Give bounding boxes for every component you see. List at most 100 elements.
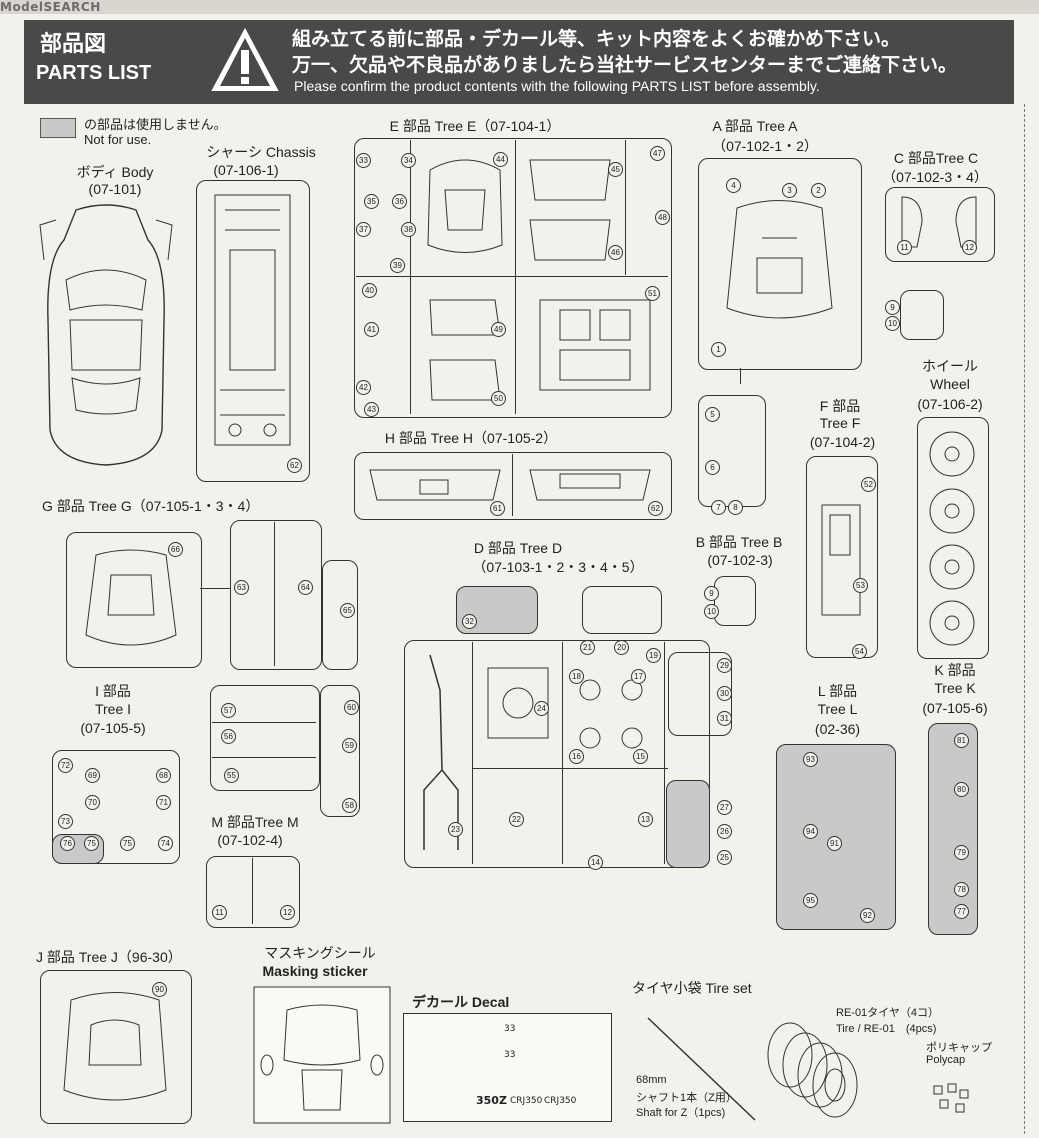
tree-d-right-frame (668, 652, 732, 736)
part-number: 27 (717, 800, 732, 815)
part-number: 8 (728, 500, 743, 515)
part-62-drawing (529, 469, 651, 501)
part-number: 62 (648, 501, 663, 516)
tree-m-code: (07-102-4) (217, 832, 283, 848)
part-number: 30 (717, 686, 732, 701)
tree-l-name-en: Tree L (817, 701, 858, 717)
part-number: 43 (364, 402, 379, 417)
part-number: 17 (631, 669, 646, 684)
tree-d-code: （07-103-1・2・3・4・5） (472, 559, 644, 575)
part-number: 91 (827, 836, 842, 851)
part-number: 25 (717, 850, 732, 865)
part-number: 9 (704, 586, 719, 601)
part-61-drawing (369, 469, 501, 501)
part-number: 50 (491, 391, 506, 406)
tree-i-name-jp: I 部品 (95, 683, 131, 699)
part-number: 2 (811, 183, 826, 198)
runner (410, 140, 411, 414)
part-number: 22 (509, 812, 524, 827)
tree-b-frame (714, 576, 756, 626)
tree-l-name-jp: L 部品 (817, 683, 858, 699)
part-number: 74 (158, 836, 173, 851)
part-number: 42 (356, 380, 371, 395)
decal-number: 33 (504, 1050, 516, 1060)
masking-name-jp: マスキングシール (264, 945, 376, 961)
tire-en: Tire / RE-01 (4pcs) (836, 1023, 937, 1035)
part-number: 69 (85, 768, 100, 783)
part-number: 65 (340, 603, 355, 618)
part-number: 95 (803, 893, 818, 908)
part-number: 10 (885, 316, 900, 331)
notice-line-2: 万一、欠品や不良品がありましたら当社サービスセンターまでご連絡下さい。 (292, 54, 958, 76)
part-number: 26 (717, 824, 732, 839)
shaft-length: 68mm (636, 1074, 667, 1086)
tree-d-name: D 部品 Tree D (473, 540, 563, 556)
part-number: 13 (638, 812, 653, 827)
tree-b-code: (07-102-3) (707, 552, 773, 568)
part-number: 18 (569, 669, 584, 684)
tree-m-name: M 部品Tree M (211, 814, 299, 830)
part-number: 61 (490, 501, 505, 516)
part-number: 62 (287, 458, 302, 473)
part-number: 33 (356, 153, 371, 168)
tire-set-drawing (647, 1017, 858, 1121)
part-number: 48 (655, 210, 670, 225)
runner (274, 522, 275, 666)
part-number: 6 (705, 460, 720, 475)
tree-i-code: (07-105-5) (80, 720, 146, 736)
part-number: 38 (401, 222, 416, 237)
part-number: 55 (224, 768, 239, 783)
part-number: 11 (212, 905, 227, 920)
wheel-name-en: Wheel (930, 376, 970, 392)
tree-k-frame-unused (928, 723, 978, 935)
part-45-46-drawing (529, 159, 611, 261)
part-number: 4 (726, 178, 741, 193)
tree-c-code: （07-102-3・4） (882, 169, 988, 185)
wheel-name-jp: ホイール (922, 358, 978, 374)
tree-c-frame (885, 187, 995, 262)
part-number: 59 (342, 738, 357, 753)
part-number: 80 (954, 782, 969, 797)
part-number: 71 (156, 795, 171, 810)
part-66-drawing (85, 549, 177, 646)
tree-j-frame (40, 970, 192, 1124)
part-number: 94 (803, 824, 818, 839)
part-number: 39 (390, 258, 405, 273)
tree-d-frame (404, 640, 710, 868)
tree-e-name: E 部品 Tree E（07-104-1） (389, 118, 561, 134)
runner (200, 588, 230, 589)
tree-a-code: （07-102-1・2） (712, 138, 818, 154)
tree-f-name-en: Tree F (819, 415, 861, 431)
decal-number: 33 (504, 1024, 516, 1034)
part-number: 68 (156, 768, 171, 783)
part-number: 9 (885, 300, 900, 315)
body-drawing (39, 204, 173, 466)
tire-jp: RE-01タイヤ（4コ） (836, 1007, 939, 1019)
tree-k-name-jp: K 部品 (934, 662, 976, 678)
decal-text: CRJ350 (544, 1096, 577, 1106)
wheel-drawing (929, 431, 975, 646)
part-90-drawing (63, 992, 167, 1101)
part-number: 78 (954, 882, 969, 897)
part-number: 41 (364, 322, 379, 337)
part-number: 76 (60, 836, 75, 851)
decal-sheet: 33 33 350Z CRJ350 CRJ350 (403, 1013, 612, 1122)
part-15-18-drawing (579, 679, 643, 749)
tree-d-unused-part-25-28 (666, 780, 710, 868)
part-number: 60 (344, 700, 359, 715)
part-number: 32 (462, 614, 477, 629)
runner (356, 276, 668, 277)
runner (472, 768, 668, 769)
tree-e-frame (354, 138, 672, 418)
chassis-frame (196, 180, 310, 482)
part-number: 15 (633, 749, 648, 764)
part-number: 40 (362, 283, 377, 298)
not-for-use-swatch (40, 118, 76, 138)
tree-m-frame (206, 856, 300, 928)
part-number: 20 (614, 640, 629, 655)
tree-h-frame (354, 452, 672, 520)
tree-f-name-jp: F 部品 (819, 398, 861, 414)
shaft-en: Shaft for Z（1pcs) (636, 1107, 726, 1119)
part-number: 1 (711, 342, 726, 357)
legend-en: Not for use. (84, 132, 152, 147)
